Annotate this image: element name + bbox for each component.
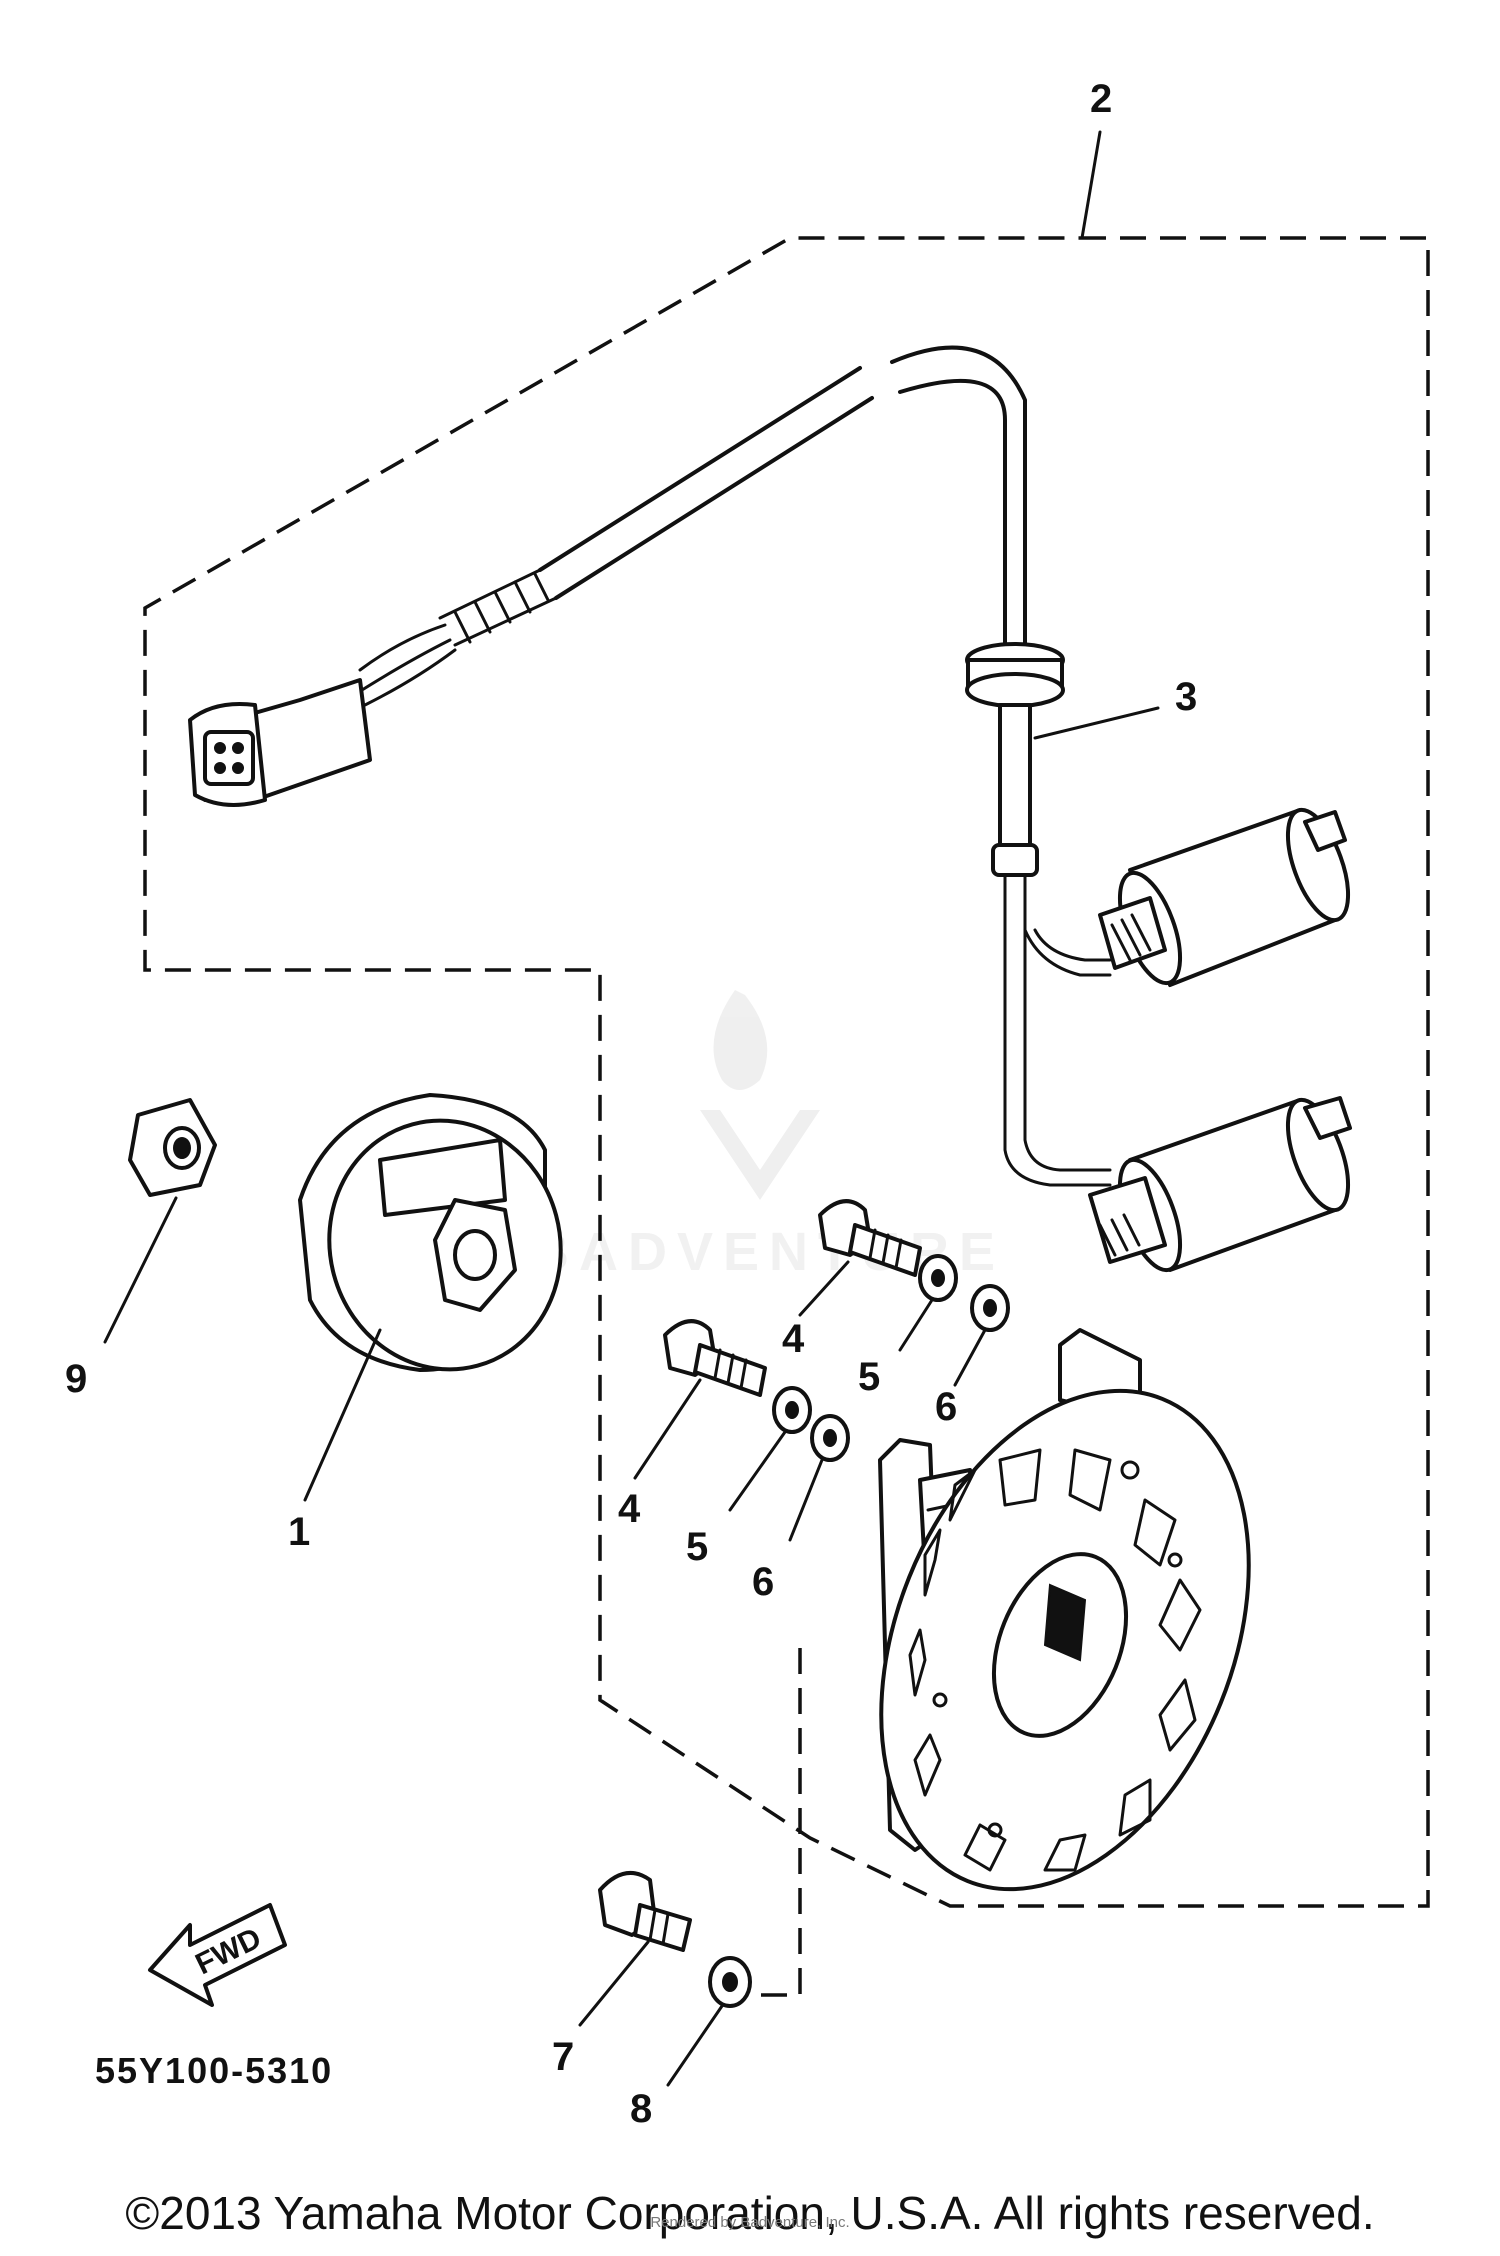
callout-2: 2 xyxy=(1090,77,1112,121)
washer-8 xyxy=(708,1956,752,2008)
washer-6-upper xyxy=(970,1284,1010,1332)
grommet xyxy=(965,642,1112,1187)
washer-6-lower xyxy=(810,1414,850,1462)
callout-3: 3 xyxy=(1175,675,1197,719)
screw xyxy=(598,1870,692,1952)
callout-6-lower: 6 xyxy=(752,1560,774,1604)
pickup-coil-upper xyxy=(1098,807,1351,987)
bolt-upper xyxy=(818,1199,922,1277)
callout-6-upper: 6 xyxy=(935,1385,957,1429)
harness-connector xyxy=(188,678,372,807)
bolt-lower xyxy=(663,1319,767,1397)
callout-4-lower: 4 xyxy=(618,1487,641,1531)
leader-lines xyxy=(103,130,1160,2087)
nut xyxy=(128,1098,217,1197)
diagram-code: 55Y100-5310 xyxy=(95,2050,333,2091)
wire-harness xyxy=(358,345,1027,707)
pickup-coil-lower xyxy=(1088,1096,1352,1273)
callout-9: 9 xyxy=(65,1357,87,1401)
callout-7: 7 xyxy=(552,2035,574,2079)
callout-5-upper: 5 xyxy=(858,1355,880,1399)
assembly-outline-dashed xyxy=(143,236,1430,1997)
callout-1: 1 xyxy=(288,1510,310,1554)
washer-5-upper xyxy=(918,1254,958,1302)
callout-labels: 2 3 9 1 4 5 6 4 5 6 7 8 xyxy=(65,77,1197,2131)
rotor-flywheel xyxy=(298,1093,563,1372)
washer-5-lower xyxy=(772,1386,812,1434)
render-credit: Rendered by Badventure, Inc. xyxy=(650,2214,850,2231)
callout-4-upper: 4 xyxy=(782,1317,805,1361)
fwd-arrow: FWD xyxy=(148,1903,287,2007)
copyright-notice: ©2013 Yamaha Motor Corporation, U.S.A. A… xyxy=(125,2187,1375,2239)
callout-8: 8 xyxy=(630,2087,652,2131)
stator-assembly xyxy=(878,1328,1251,1892)
callout-5-lower: 5 xyxy=(686,1525,708,1569)
